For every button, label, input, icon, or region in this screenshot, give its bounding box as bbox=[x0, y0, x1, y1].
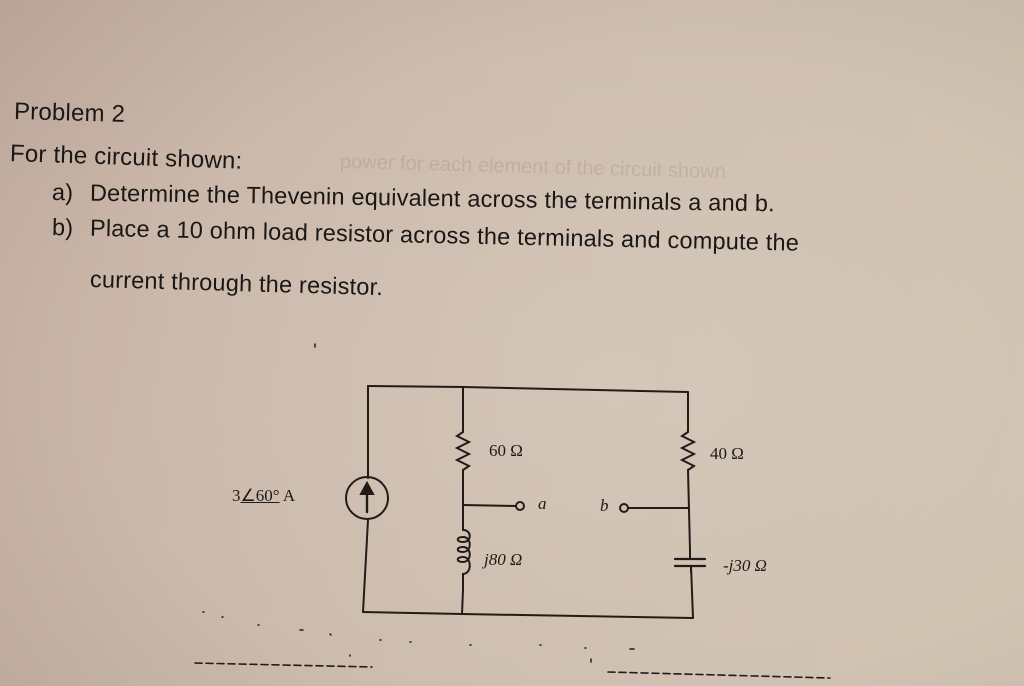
terminal-a-icon bbox=[515, 501, 525, 511]
terminal-b-icon bbox=[619, 503, 629, 513]
dashed-lines bbox=[194, 662, 831, 679]
source-label: 3∠60° A bbox=[232, 486, 295, 506]
circuit-wires bbox=[362, 385, 694, 619]
resistor-60-label: 60 Ω bbox=[489, 441, 523, 460]
current-source-icon bbox=[345, 476, 389, 520]
resistor-60-icon bbox=[454, 431, 472, 471]
resistor-40-icon bbox=[679, 431, 697, 471]
terminal-a-label: a bbox=[538, 494, 547, 513]
print-specks bbox=[202, 343, 635, 663]
resistor-40-label: 40 Ω bbox=[710, 444, 744, 463]
source-angle: ∠60° bbox=[240, 486, 280, 505]
inductor-label: j80 Ω bbox=[484, 550, 523, 569]
terminal-b-label: b bbox=[600, 496, 609, 515]
capacitor-label: -j30 Ω bbox=[723, 556, 767, 575]
inductor-icon bbox=[456, 529, 471, 591]
capacitor-icon bbox=[673, 549, 707, 573]
source-magnitude: 3 bbox=[232, 486, 241, 505]
source-unit: A bbox=[282, 486, 296, 505]
